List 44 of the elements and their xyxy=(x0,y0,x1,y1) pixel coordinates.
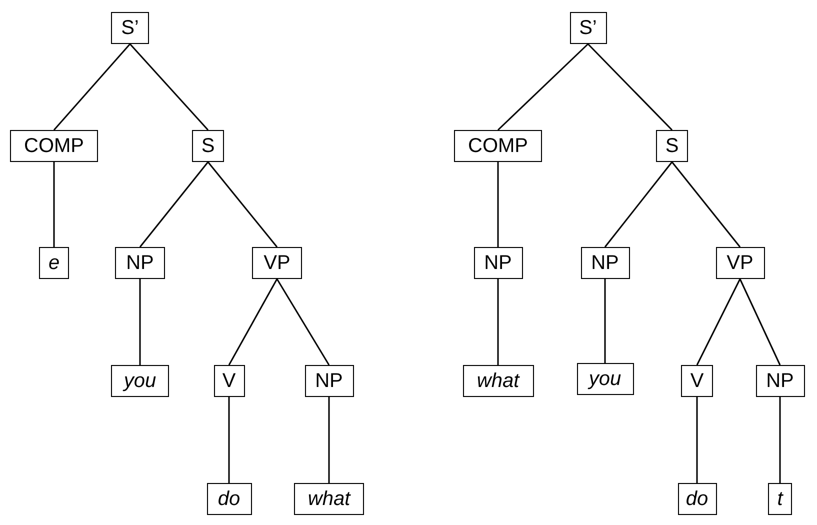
tree-branch xyxy=(671,162,741,248)
tree-branch xyxy=(696,278,741,366)
tree-node: NP xyxy=(580,247,630,279)
tree-node: NP xyxy=(115,247,165,279)
tree-branch xyxy=(53,44,131,130)
tree-node: S xyxy=(656,130,688,162)
tree-branch xyxy=(139,162,209,248)
tree-branch xyxy=(139,279,141,365)
tree-node: COMP xyxy=(10,130,98,162)
tree-node: t xyxy=(768,483,792,515)
tree-branch xyxy=(696,397,698,483)
tree-node: S’ xyxy=(111,12,149,44)
tree-node: S’ xyxy=(570,12,606,44)
tree-branch xyxy=(497,162,499,247)
tree-node: NP xyxy=(304,365,354,397)
tree-branch xyxy=(604,279,606,363)
tree-node: NP xyxy=(474,247,522,279)
tree-node: what xyxy=(294,483,364,515)
tree-node: S xyxy=(192,130,224,162)
tree-branch xyxy=(497,43,589,131)
tree-node: NP xyxy=(756,365,804,397)
tree-branch xyxy=(328,397,330,483)
tree-node: what xyxy=(462,365,534,397)
tree-branch xyxy=(207,162,278,248)
tree-node: do xyxy=(678,483,716,515)
tree-node: e xyxy=(39,247,69,279)
tree-branch xyxy=(587,43,673,131)
tree-branch xyxy=(129,44,209,130)
tree-node: do xyxy=(206,483,252,515)
tree-branch xyxy=(53,162,55,247)
tree-branch xyxy=(276,278,330,366)
tree-node: VP xyxy=(252,247,302,279)
tree-branch xyxy=(739,278,781,366)
tree-branch xyxy=(228,397,230,483)
tree-branch xyxy=(497,279,499,365)
tree-branch xyxy=(228,278,278,366)
tree-node: V xyxy=(214,365,244,397)
tree-node: VP xyxy=(716,247,764,279)
tree-node: you xyxy=(576,363,634,395)
tree-node: V xyxy=(681,365,713,397)
tree-node: COMP xyxy=(454,130,542,162)
tree-node: you xyxy=(111,365,169,397)
tree-branch xyxy=(779,397,781,483)
tree-branch xyxy=(604,162,673,248)
